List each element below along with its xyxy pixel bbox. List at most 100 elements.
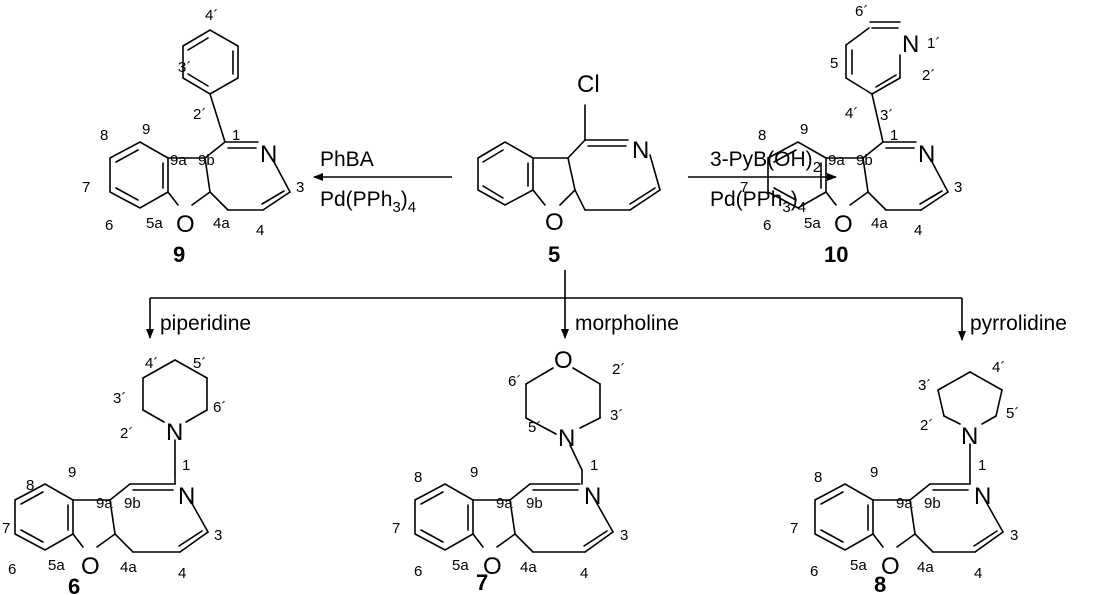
compound-10-pos-5a: 5a — [804, 215, 821, 232]
compound-7-pos-2p: 2´ — [612, 361, 625, 378]
compound-8-bonds — [814, 371, 1004, 553]
compound-9-pos-9a: 9a — [170, 152, 187, 169]
reagent-9-line1: PhBA — [320, 148, 374, 171]
compound-6-pos-1: 1 — [182, 457, 190, 474]
compound-7-pos-8: 8 — [414, 469, 422, 486]
compound-10-pos-9b: 9b — [856, 152, 873, 169]
compound-9-pos-6: 6 — [105, 217, 113, 234]
compound-7-pos-5a: 5a — [452, 557, 469, 574]
compound-6: N N O 4´ 5´ 3´ 6´ 2´ 1 3 4 4a 5a 6 7 8 9… — [2, 355, 226, 595]
compound-10-pos-9: 9 — [800, 121, 808, 138]
compound-10-pos-9a: 9a — [828, 152, 845, 169]
compound-10-pos-4a: 4a — [871, 215, 888, 232]
compound-9-pos-3: 3 — [296, 179, 304, 196]
reagent-10-line2: Pd(PPh3)4 — [710, 188, 806, 216]
compound-8-pos-4: 4 — [974, 565, 982, 582]
reagent-10-line1: 3-PyB(OH)2 — [710, 148, 821, 176]
compound-9-pos-2p: 2´ — [193, 106, 206, 123]
compound-6-pos-5p: 5´ — [193, 355, 206, 372]
compound-10-pyridyl-nitrogen: N — [902, 31, 919, 58]
compound-6-pos-6: 6 — [8, 561, 16, 578]
compound-10-pos-6: 6 — [763, 217, 771, 234]
compound-7-pos-3p: 3´ — [610, 407, 623, 424]
compound-6-oxygen: O — [81, 553, 100, 580]
compound-7-pos-5p: 5´ — [528, 419, 541, 436]
compound-9-oxygen: O — [176, 211, 195, 238]
compound-6-pos-9a: 9a — [96, 495, 113, 512]
compound-6-pos-9b: 9b — [124, 495, 141, 512]
compound-8-pos-6: 6 — [810, 563, 818, 580]
compound-8-label: 8 — [874, 572, 886, 595]
compound-7-pos-4: 4 — [580, 565, 588, 582]
compound-6-pos-5a: 5a — [48, 557, 65, 574]
compound-6-label: 6 — [68, 574, 80, 595]
compound-10-pos-7: 7 — [740, 179, 748, 196]
compound-7-morpholine-nitrogen: N — [558, 425, 575, 452]
compound-8-pos-3: 3 — [1010, 527, 1018, 544]
compound-7-label: 7 — [476, 570, 488, 595]
compound-6-pos-9: 9 — [68, 464, 76, 481]
compound-8-pos-2p: 2´ — [920, 417, 933, 434]
compound-9: N O 4´ 3´ 2´ 1 3 4 4a 5a 6 7 8 9 9a 9b 9 — [82, 7, 304, 267]
compound-8-pos-3p: 3´ — [918, 377, 931, 394]
compound-5-label: 5 — [548, 242, 560, 267]
compound-8-pos-5a: 5a — [850, 557, 867, 574]
compound-7-pos-6p: 6´ — [508, 373, 521, 390]
compound-9-nitrogen: N — [260, 141, 277, 168]
compound-8-pyrrolidine-nitrogen: N — [961, 423, 978, 450]
compound-7-bonds — [414, 367, 614, 553]
compound-10-pos-1: 1 — [890, 127, 898, 144]
compound-7-pos-4a: 4a — [520, 559, 537, 576]
branch-arrows — [146, 270, 966, 341]
compound-9-pos-9b: 9b — [198, 152, 215, 169]
compound-9-pos-4a: 4a — [213, 215, 230, 232]
compound-7-pos-6: 6 — [414, 563, 422, 580]
reagent-morpholine: morpholine — [575, 312, 679, 335]
compound-6-pos-4: 4 — [178, 565, 186, 582]
compound-8-pos-4p: 4´ — [992, 359, 1005, 376]
compound-10-pos-1p: 1´ — [927, 35, 940, 52]
compound-6-bonds — [14, 359, 209, 553]
compound-8-pos-8: 8 — [814, 469, 822, 486]
reagent-pyrrolidine: pyrrolidine — [970, 312, 1067, 335]
compound-9-pos-5a: 5a — [146, 215, 163, 232]
compound-7-nitrogen: N — [584, 483, 601, 510]
compound-5-chlorine: Cl — [577, 71, 600, 98]
compound-7-pos-9a: 9a — [496, 495, 513, 512]
compound-6-pos-3: 3 — [214, 527, 222, 544]
compound-7-pos-3: 3 — [620, 527, 628, 544]
compound-8-nitrogen: N — [974, 483, 991, 510]
compound-9-pos-7: 7 — [82, 179, 90, 196]
compound-9-pos-4p: 4´ — [205, 7, 218, 24]
compound-7-pos-1: 1 — [590, 457, 598, 474]
compound-9-pos-3p: 3´ — [178, 59, 191, 76]
compound-10-pos-3: 3 — [954, 179, 962, 196]
compound-6-pos-2p: 2´ — [120, 425, 133, 442]
reagent-piperidine: piperidine — [160, 312, 251, 335]
compound-7-pos-9b: 9b — [526, 495, 543, 512]
compound-6-piperidine-nitrogen: N — [166, 419, 183, 446]
compound-9-bonds — [109, 29, 291, 211]
compound-6-pos-7: 7 — [2, 520, 10, 537]
compound-6-pos-3p: 3´ — [113, 390, 126, 407]
compound-6-pos-4p: 4´ — [145, 355, 158, 372]
compound-9-pos-1: 1 — [232, 127, 240, 144]
compound-10-pos-3p: 3´ — [880, 107, 893, 124]
compound-6-pos-6p: 6´ — [213, 399, 226, 416]
compound-8-oxygen: O — [881, 553, 900, 580]
compound-8-pos-4a: 4a — [917, 559, 934, 576]
compound-9-pos-8: 8 — [100, 127, 108, 144]
compound-10-pos-4p: 4´ — [845, 105, 858, 122]
compound-5-bonds — [477, 104, 661, 211]
compound-5-oxygen: O — [545, 209, 564, 236]
compound-8-pos-1: 1 — [978, 457, 986, 474]
compound-6-nitrogen: N — [178, 483, 195, 510]
compound-7: O N N O 2´ 6´ 3´ 5´ 1 3 4 4a 5a 6 7 8 9 … — [392, 347, 628, 595]
compound-6-pos-4a: 4a — [120, 559, 137, 576]
compound-8-pos-9a: 9a — [896, 495, 913, 512]
compound-10-pos-8: 8 — [758, 127, 766, 144]
compound-10-pos-5: 5 — [830, 55, 838, 72]
compound-10-pos-6p: 6´ — [855, 3, 868, 20]
compound-5-nitrogen: N — [632, 137, 649, 164]
